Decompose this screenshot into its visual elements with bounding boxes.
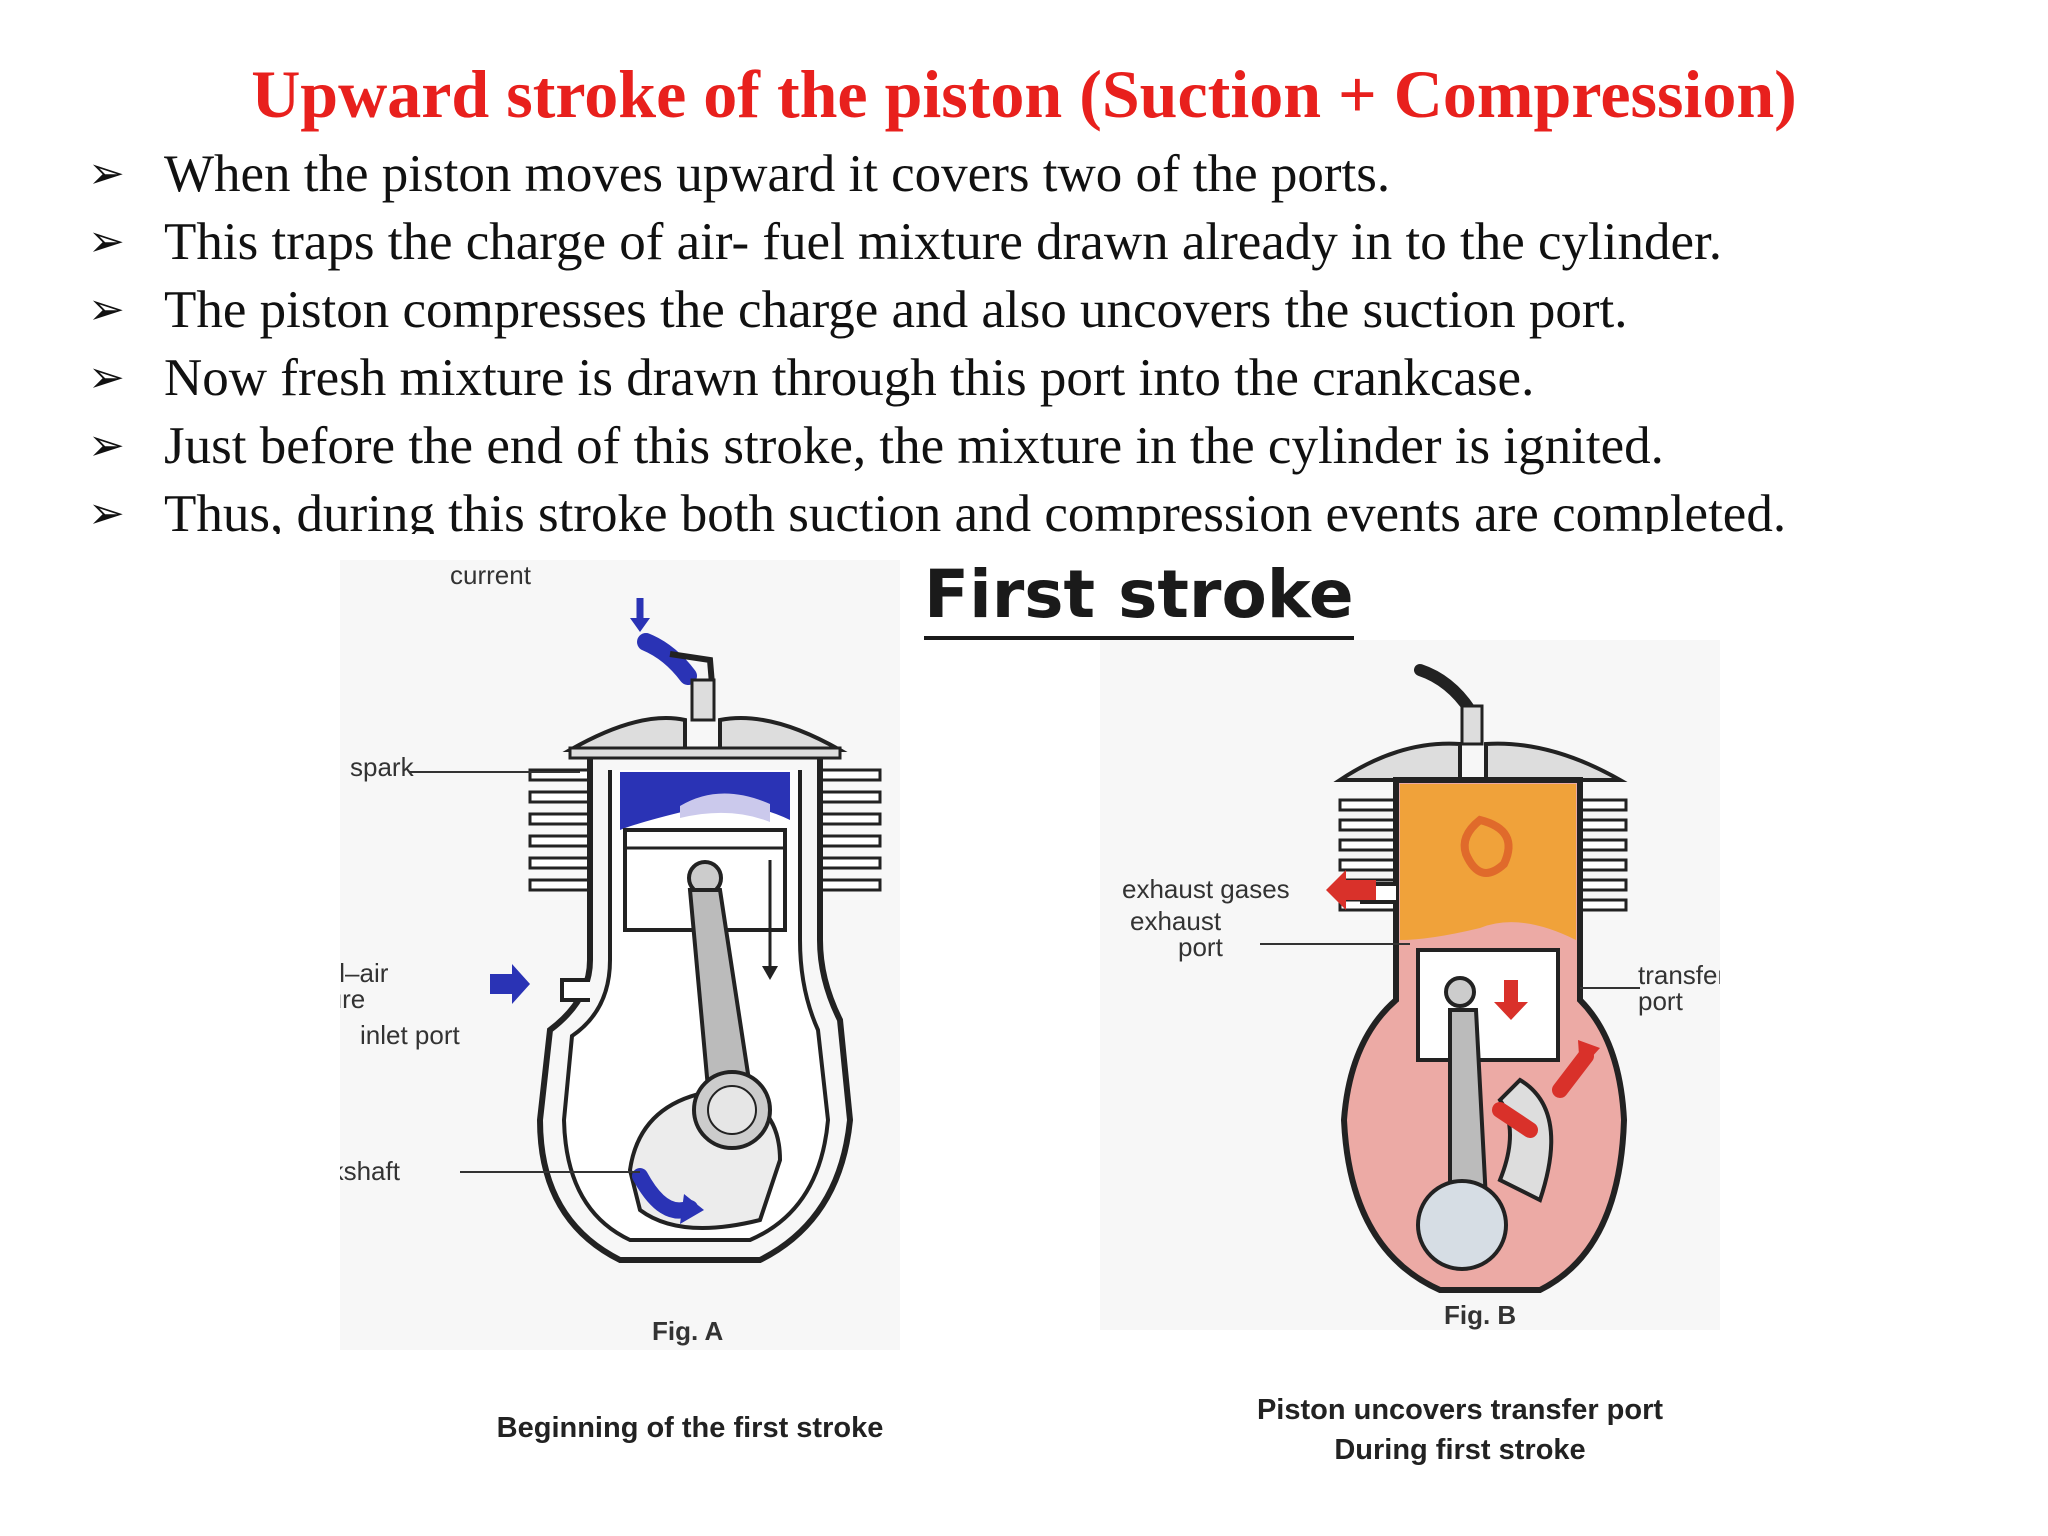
crankshaft-disc [1416,1179,1508,1271]
piston [1416,948,1560,1062]
exhaust-gas [1400,784,1576,940]
figure-a-diagram: current spark petrol–air mixture inlet p… [340,560,900,1350]
label-transfer-port: port [1638,986,1684,1016]
label-crankshaft: crankshaft [340,1156,401,1186]
crankcase-wall [536,758,854,1263]
label-exhaust-gases: exhaust gases [1122,874,1290,904]
cooling-fins [528,768,882,892]
fig-b-caption-line1: Piston uncovers transfer port [1256,1394,1664,1426]
fig-b-label: Fig. B [1444,1300,1516,1330]
label-petrol-air: petrol–air [340,958,389,988]
arrowhead-bullet-icon: ➢ [88,488,125,539]
mixture-arrow-icon [490,964,530,1004]
label-transfer: transfer [1638,960,1720,990]
piston-down-arrow-icon [1494,980,1528,1020]
cylinder-head [562,716,848,752]
fig-a-label: Fig. A [652,1316,723,1346]
slide-title: Upward stroke of the piston (Suction + C… [251,56,1797,132]
label-exhaust: exhaust [1130,906,1222,936]
gudgeon-pin [1444,976,1476,1008]
label-current: current [450,560,532,590]
label-mixture: mixture [340,984,365,1014]
inlet-port [560,978,590,1002]
cylinder-head [1333,741,1628,782]
bullet-item: ➢The piston compresses the charge and al… [88,276,1786,344]
fig-a-caption: Beginning of the first stroke [496,1412,884,1444]
spark-plug-icon [690,678,716,722]
arrowhead-bullet-icon: ➢ [88,284,125,335]
bullet-list: ➢When the piston moves upward it covers … [88,140,1786,548]
figure-b-diagram: exhaust gases exhaust port transfer port… [1100,640,1720,1330]
fig-b-caption: Piston uncovers transfer port During fir… [1210,1390,1710,1470]
label-port: port [1178,932,1224,962]
arrowhead-bullet-icon: ➢ [88,148,125,199]
fig-b-caption-line2: During first stroke [1334,1434,1586,1466]
transfer-arrow-icon [1492,1102,1538,1138]
exhaust-arrow-icon [1326,870,1376,910]
bullet-item: ➢Now fresh mixture is drawn through this… [88,344,1786,412]
bullet-item: ➢This traps the charge of air- fuel mixt… [88,208,1786,276]
figure-heading: First stroke [924,556,1354,640]
bullet-item: ➢Just before the end of this stroke, the… [88,412,1786,480]
label-spark: spark [350,752,415,782]
arrowhead-bullet-icon: ➢ [88,420,125,471]
bullet-item: ➢Thus, during this stroke both suction a… [88,480,1786,548]
arrowhead-bullet-icon: ➢ [88,216,125,267]
arrowhead-bullet-icon: ➢ [88,352,125,403]
hv-lead-icon [637,633,697,685]
spark-plug-icon [1460,704,1484,746]
label-inlet-port: inlet port [360,1020,460,1050]
bullet-item: ➢When the piston moves upward it covers … [88,140,1786,208]
